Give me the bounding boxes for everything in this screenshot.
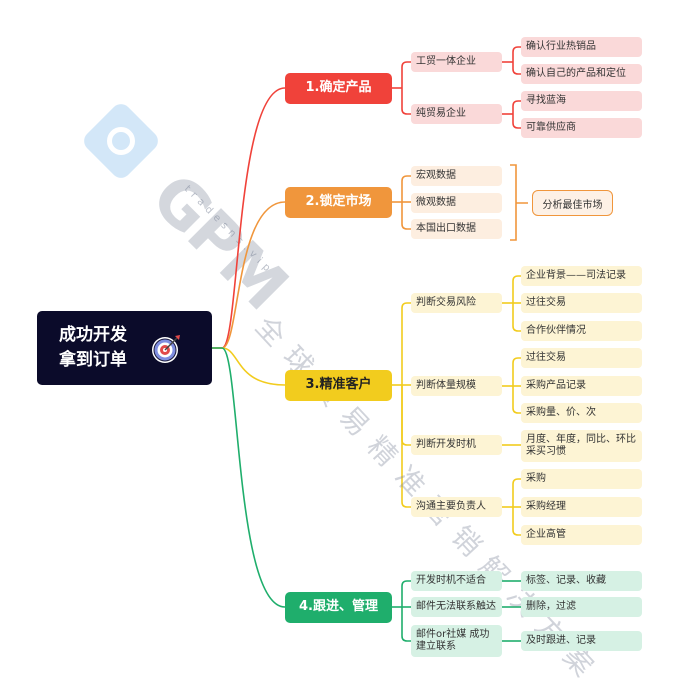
subtopic-node[interactable]: 可靠供应商 [521, 118, 642, 138]
topic-node[interactable]: 宏观数据 [411, 166, 502, 186]
subtopic-node[interactable]: 过往交易 [521, 348, 642, 368]
root-connector [212, 347, 286, 386]
branch-connector [401, 385, 411, 508]
topic-node[interactable]: 本国出口数据 [411, 219, 502, 239]
branch-connector [401, 175, 411, 202]
branch-connector [401, 302, 411, 385]
subtopic-node[interactable]: 及时跟进、记录 [521, 631, 642, 651]
branch-node-4[interactable]: 4.跟进、管理 [285, 591, 392, 623]
subtopic-node[interactable]: 企业高管 [521, 525, 642, 545]
root-title-line2: 拿到订单 [59, 350, 127, 370]
topic-node[interactable]: 沟通主要负责人 [411, 497, 502, 517]
topic-connector [512, 62, 521, 75]
topic-node[interactable]: 邮件or社媒 成功建立联系 [411, 625, 502, 657]
root-connector [212, 87, 286, 349]
subtopic-node[interactable]: 合作伙伴情况 [521, 321, 642, 341]
subtopic-node[interactable]: 确认行业热销品 [521, 37, 642, 57]
subtopic-node[interactable]: 采购 [521, 469, 642, 489]
branch-connector [401, 202, 411, 230]
branch-node-1[interactable]: 1.确定产品 [285, 72, 392, 104]
branch-connector [401, 385, 411, 446]
topic-node[interactable]: 判断开发时机 [411, 435, 502, 455]
subtopic-node[interactable]: 删除，过滤 [521, 597, 642, 617]
summary-bracket [510, 164, 528, 241]
topic-node[interactable]: 纯贸易企业 [411, 104, 502, 124]
summary-node[interactable]: 分析最佳市场 [532, 190, 613, 216]
topic-connector [512, 303, 521, 332]
root-node[interactable]: 成功开发 拿到订单 [37, 311, 212, 385]
branch-connector [401, 61, 411, 88]
branch-connector [401, 580, 411, 607]
topic-node[interactable]: 邮件无法联系触达 [411, 597, 502, 617]
topic-connector [512, 507, 521, 536]
branch-connector [401, 88, 411, 115]
topic-connector [512, 46, 521, 62]
subtopic-node[interactable]: 月度、年度，同比、环比采买习惯 [521, 430, 642, 462]
topic-node[interactable]: 开发时机不适合 [411, 571, 502, 591]
root-connector [212, 201, 286, 349]
topic-node[interactable]: 判断交易风险 [411, 293, 502, 313]
branch-node-3[interactable]: 3.精准客户 [285, 369, 392, 401]
subtopic-node[interactable]: 采购产品记录 [521, 376, 642, 396]
branch-connector [401, 607, 411, 642]
topic-connector [512, 100, 521, 114]
subtopic-node[interactable]: 采购经理 [521, 497, 642, 517]
topic-node[interactable]: 微观数据 [411, 193, 502, 213]
topic-connector [512, 386, 521, 414]
branch-node-2[interactable]: 2.锁定市场 [285, 186, 392, 218]
target-icon [152, 335, 180, 363]
subtopic-node[interactable]: 寻找蓝海 [521, 91, 642, 111]
subtopic-node[interactable]: 过往交易 [521, 293, 642, 313]
subtopic-node[interactable]: 采购量、价、次 [521, 403, 642, 423]
topic-node[interactable]: 判断体量规模 [411, 376, 502, 396]
topic-connector [512, 478, 521, 507]
topic-node[interactable]: 工贸一体企业 [411, 52, 502, 72]
topic-connector [512, 275, 521, 303]
topic-connector [512, 114, 521, 129]
topic-connector [512, 357, 521, 386]
subtopic-node[interactable]: 标签、记录、收藏 [521, 571, 642, 591]
root-title-line1: 成功开发 [59, 325, 127, 345]
subtopic-node[interactable]: 企业背景——司法记录 [521, 266, 642, 286]
subtopic-node[interactable]: 确认自己的产品和定位 [521, 64, 642, 84]
root-connector [212, 347, 286, 608]
